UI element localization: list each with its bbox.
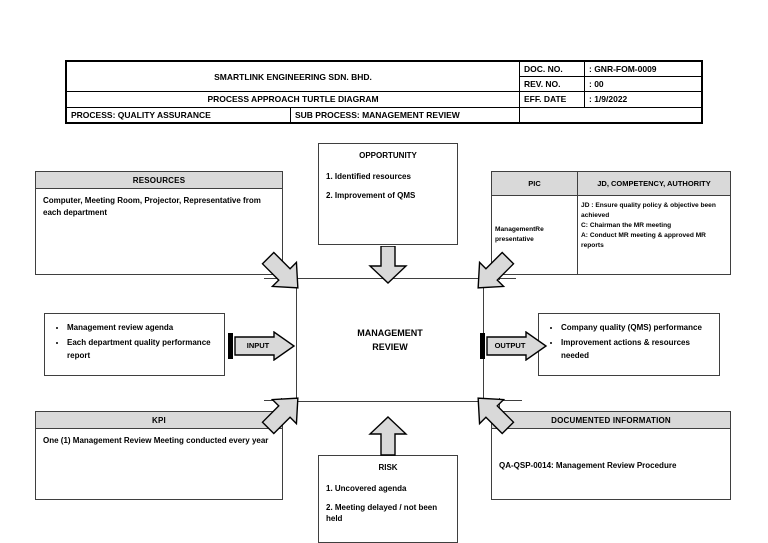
arrow-output-right [480,331,548,361]
sub-process-name: SUB PROCESS: MANAGEMENT REVIEW [290,106,520,124]
eff-date-value: : 1/9/2022 [584,91,703,108]
opportunity-title: OPPORTUNITY [319,144,457,162]
arrow-kpi-to-center [258,388,308,438]
jd-line-1: JD : Ensure quality policy & objective b… [581,202,716,220]
arrow-opportunity-down [368,246,408,284]
document-header-table: SMARTLINK ENGINEERING SDN. BHD. DOC. NO.… [65,60,703,124]
opportunity-box: OPPORTUNITY 1. Identified resources 2. I… [318,143,458,245]
arrow-pic-to-center [468,248,518,298]
jd-line-3: A: Conduct MR meeting & approved MR repo… [581,231,706,249]
company-name: SMARTLINK ENGINEERING SDN. BHD. [65,60,520,93]
documented-information-title: DOCUMENTED INFORMATION [492,412,730,429]
documented-information-text: QA-QSP-0014: Management Review Procedure [499,461,677,470]
output-item-2: Improvement actions & resources needed [561,337,713,362]
output-box: Company quality (QMS) performance Improv… [538,313,720,376]
risk-title: RISK [319,456,457,474]
resources-text: Computer, Meeting Room, Projector, Repre… [43,196,261,217]
arrow-documented-information-to-center [468,388,518,438]
doc-no-label: DOC. NO. [519,60,585,78]
risk-item-2: 2. Meeting delayed / not been held [326,502,438,524]
center-process-box: MANAGEMENT REVIEW [296,278,484,402]
process-name: PROCESS: QUALITY ASSURANCE [65,106,291,124]
pic-table: PIC JD, COMPETENCY, AUTHORITY Management… [490,170,731,275]
header-blank-cell [519,106,703,124]
input-list: Management review agenda Each department… [45,314,224,362]
arrow-risk-up [368,416,408,456]
pic-box: PIC JD, COMPETENCY, AUTHORITY Management… [490,170,731,275]
input-item-2: Each department quality performance repo… [67,337,218,362]
jd-value-cell: JD : Ensure quality policy & objective b… [577,195,731,275]
kpi-text: One (1) Management Review Meeting conduc… [43,436,269,445]
documented-information-box: DOCUMENTED INFORMATION QA-QSP-0014: Mana… [491,411,731,500]
jd-column-header: JD, COMPETENCY, AUTHORITY [577,170,731,197]
resources-box: RESOURCES Computer, Meeting Room, Projec… [35,171,283,275]
output-list: Company quality (QMS) performance Improv… [539,314,719,362]
opportunity-item-2: 2. Improvement of QMS [326,190,416,200]
risk-item-1: 1. Uncovered agenda [326,484,407,493]
jd-line-2: C: Chairman the MR meeting [581,222,672,230]
eff-date-label: EFF. DATE [519,91,585,108]
resources-title: RESOURCES [36,172,282,189]
arrow-resources-to-center [258,248,308,298]
diagram-title: PROCESS APPROACH TURTLE DIAGRAM [65,91,520,108]
arrow-input-right [228,331,296,361]
center-line-1: MANAGEMENT [357,327,423,338]
kpi-title: KPI [36,412,282,429]
input-box: Management review agenda Each department… [44,313,225,376]
rev-no-label: REV. NO. [519,76,585,93]
kpi-box: KPI One (1) Management Review Meeting co… [35,411,283,500]
pic-column-header: PIC [490,170,579,197]
doc-no-value: : GNR-FOM-0009 [584,60,703,78]
opportunity-item-1: 1. Identified resources [326,172,411,181]
input-item-1: Management review agenda [67,322,218,334]
center-line-2: REVIEW [372,342,408,352]
output-item-1: Company quality (QMS) performance [561,322,713,334]
risk-box: RISK 1. Uncovered agenda 2. Meeting dela… [318,455,458,543]
rev-no-value: : 00 [584,76,703,93]
